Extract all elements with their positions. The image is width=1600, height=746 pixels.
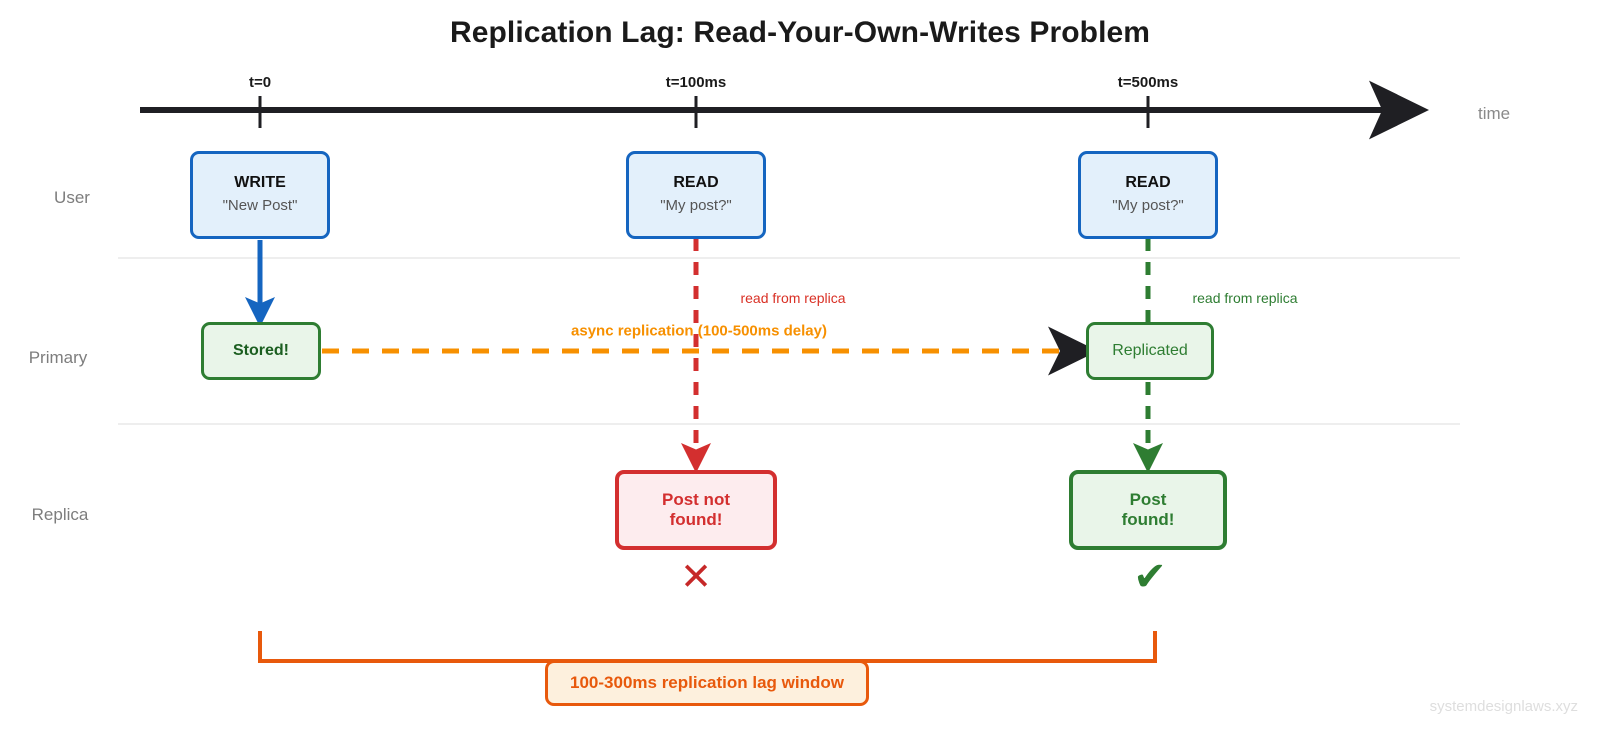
edge-label-read-from-replica-2: read from replica <box>1192 290 1298 306</box>
node-read-100ms[interactable]: READ "My post?" <box>626 151 766 239</box>
lag-window-label: 100-300ms replication lag window <box>545 660 869 706</box>
node-read-500ms[interactable]: READ "My post?" <box>1078 151 1218 239</box>
node-replicated[interactable]: Replicated <box>1086 322 1214 380</box>
lane-label-user: User <box>54 188 90 207</box>
edge-label-async-replication: async replication (100-500ms delay) <box>571 322 827 340</box>
node-replicated-title: Replicated <box>1112 341 1188 359</box>
node-post-found-line2: found! <box>1121 510 1175 529</box>
node-post-not-found-line2: found! <box>669 510 723 529</box>
node-write-title: WRITE <box>234 174 286 192</box>
success-check-icon: ✔ <box>1133 555 1167 599</box>
node-stored[interactable]: Stored! <box>201 322 321 380</box>
node-post-found-line1: Post <box>1129 490 1167 510</box>
lag-window-bracket <box>258 631 1157 663</box>
time-axis-label: time <box>1478 104 1511 123</box>
lane-label-primary: Primary <box>28 348 88 367</box>
tick-label-t100ms: t=100ms <box>665 74 727 91</box>
node-read-500ms-title: READ <box>1125 174 1171 192</box>
tick-label-t0: t=0 <box>248 74 272 91</box>
page-title: Replication Lag: Read-Your-Own-Writes Pr… <box>449 16 1151 49</box>
node-write-subtitle: "New Post" <box>222 196 298 214</box>
node-write[interactable]: WRITE "New Post" <box>190 151 330 239</box>
node-read-100ms-title: READ <box>673 174 719 192</box>
node-stored-title: Stored! <box>233 341 289 359</box>
fail-cross-icon: ✕ <box>680 556 712 599</box>
edge-label-read-from-replica-1: read from replica <box>740 290 846 306</box>
node-post-not-found-line1: Post not <box>662 490 730 510</box>
tick-label-t500ms: t=500ms <box>1117 74 1179 91</box>
lane-label-replica: Replica <box>31 505 89 524</box>
node-post-found[interactable]: Post found! <box>1069 470 1227 550</box>
node-read-500ms-subtitle: "My post?" <box>1112 196 1184 214</box>
node-read-100ms-subtitle: "My post?" <box>660 196 732 214</box>
node-post-not-found[interactable]: Post not found! <box>615 470 777 550</box>
watermark: systemdesignlaws.xyz <box>1429 698 1578 715</box>
